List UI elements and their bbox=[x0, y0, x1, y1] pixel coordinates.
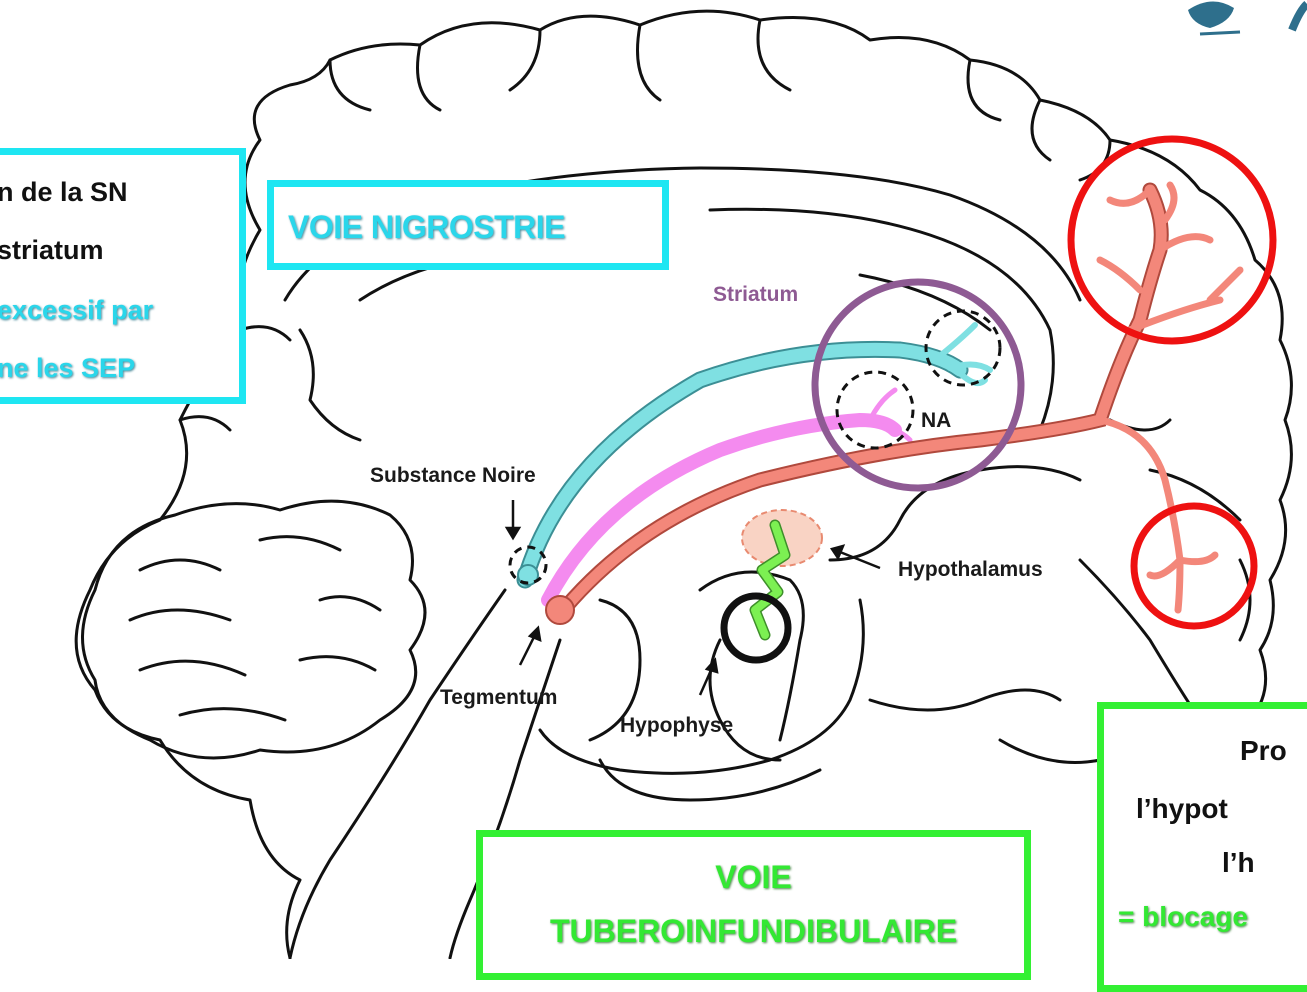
highlight-circle-orbitofrontal bbox=[1134, 506, 1254, 626]
right-box-line-4: = blocage bbox=[1118, 901, 1248, 933]
tuberoinfundibular-title-line-2: TUBEROINFUNDIBULAIRE bbox=[483, 913, 1024, 950]
nigrostriatal-title: VOIE NIGROSTRIE bbox=[288, 209, 565, 246]
label-hypothalamus: Hypothalamus bbox=[898, 558, 1043, 582]
nigrostriatal-title-box: VOIE NIGROSTRIE bbox=[267, 180, 669, 270]
left-box-line-4: ne les SEP bbox=[0, 353, 135, 384]
tuberoinfundibular-title-line-1: VOIE bbox=[483, 859, 1024, 896]
label-hypophyse: Hypophyse bbox=[620, 714, 733, 738]
tuberoinfundibular-title-box: VOIE TUBEROINFUNDIBULAIRE bbox=[476, 830, 1031, 980]
label-na: NA bbox=[921, 409, 951, 433]
right-box-line-3: l’h bbox=[1222, 847, 1255, 879]
label-substance-noire: Substance Noire bbox=[370, 464, 536, 488]
brainstem-outline bbox=[290, 590, 505, 958]
cerebellum-outline bbox=[83, 501, 426, 758]
label-tegmentum: Tegmentum bbox=[440, 686, 557, 710]
brain-diagram: n de la SN striatum excessif par ne les … bbox=[0, 0, 1307, 959]
left-description-box: n de la SN striatum excessif par ne les … bbox=[0, 148, 246, 404]
left-box-line-2: striatum bbox=[0, 235, 104, 266]
logo-fragment bbox=[1188, 1, 1307, 34]
right-box-line-1: Pro bbox=[1240, 735, 1287, 767]
right-box-line-2: l’hypot bbox=[1136, 793, 1228, 825]
left-box-line-1: n de la SN bbox=[0, 177, 128, 208]
right-description-box: Pro l’hypot l’h = blocage bbox=[1097, 702, 1307, 992]
left-box-line-3: excessif par bbox=[0, 295, 153, 326]
label-striatum: Striatum bbox=[713, 283, 798, 307]
